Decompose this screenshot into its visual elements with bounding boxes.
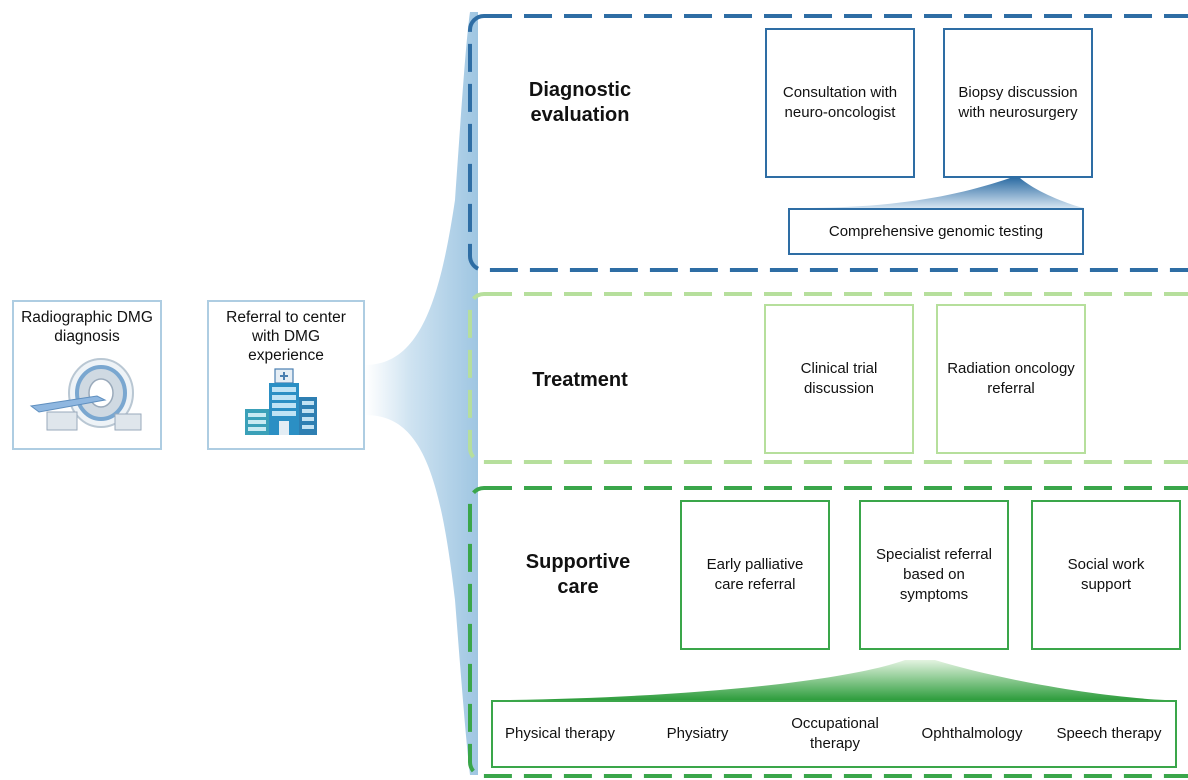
specialist-box: Specialist referral based on symptoms — [859, 500, 1009, 650]
biopsy-label: Biopsy discussion with neurosurgery — [958, 84, 1078, 121]
radiation-box: Radiation oncology referral — [936, 304, 1086, 454]
referral-box: Referral to center with DMG experience — [207, 300, 365, 450]
hospital-building-icon — [245, 368, 317, 435]
clinical-trial-label: Clinical trial discussion — [800, 360, 878, 397]
consultation-box: Consultation with neuro-oncologist — [765, 28, 915, 178]
specialists-connector — [510, 660, 1165, 700]
specialist-label: Specialist referral based on symptoms — [876, 546, 992, 603]
supportive-title: Supportive care — [525, 551, 631, 598]
radiographic-diagnosis-label: Radiographic DMG diagnosis — [21, 309, 153, 345]
ophthalmology-label: Ophthalmology — [921, 725, 1023, 742]
palliative-label: Early palliative care referral — [706, 556, 804, 593]
ophthalmology-item: Ophthalmology — [908, 706, 1036, 762]
biopsy-box: Biopsy discussion with neurosurgery — [943, 28, 1093, 178]
fan-shape — [365, 12, 478, 775]
physical-therapy-item: Physical therapy — [500, 706, 620, 762]
physiatry-label: Physiatry — [666, 725, 729, 742]
social-work-label: Social work support — [1067, 556, 1145, 593]
clinical-trial-box: Clinical trial discussion — [764, 304, 914, 454]
treatment-title: Treatment — [532, 369, 628, 391]
physiatry-item: Physiatry — [640, 706, 755, 762]
speech-therapy-label: Speech therapy — [1056, 725, 1162, 742]
occupational-therapy-item: Occupational therapy — [775, 706, 895, 762]
consultation-label: Consultation with neuro-oncologist — [782, 84, 898, 121]
social-work-box: Social work support — [1031, 500, 1181, 650]
radiographic-diagnosis-box: Radiographic DMG diagnosis — [12, 300, 162, 450]
mri-scanner-icon — [29, 358, 142, 431]
genomic-connector — [798, 178, 1085, 208]
genomic-testing-box: Comprehensive genomic testing — [788, 208, 1084, 255]
occupational-therapy-label: Occupational therapy — [791, 715, 879, 752]
palliative-box: Early palliative care referral — [680, 500, 830, 650]
speech-therapy-item: Speech therapy — [1044, 706, 1174, 762]
referral-label: Referral to center with DMG experience — [226, 309, 346, 364]
genomic-testing-label: Comprehensive genomic testing — [828, 222, 1044, 240]
radiation-label: Radiation oncology referral — [947, 360, 1075, 397]
specialists-row — [491, 700, 1177, 768]
diagnostic-title: Diagnostic evaluation — [528, 79, 632, 126]
physical-therapy-label: Physical therapy — [504, 725, 616, 742]
